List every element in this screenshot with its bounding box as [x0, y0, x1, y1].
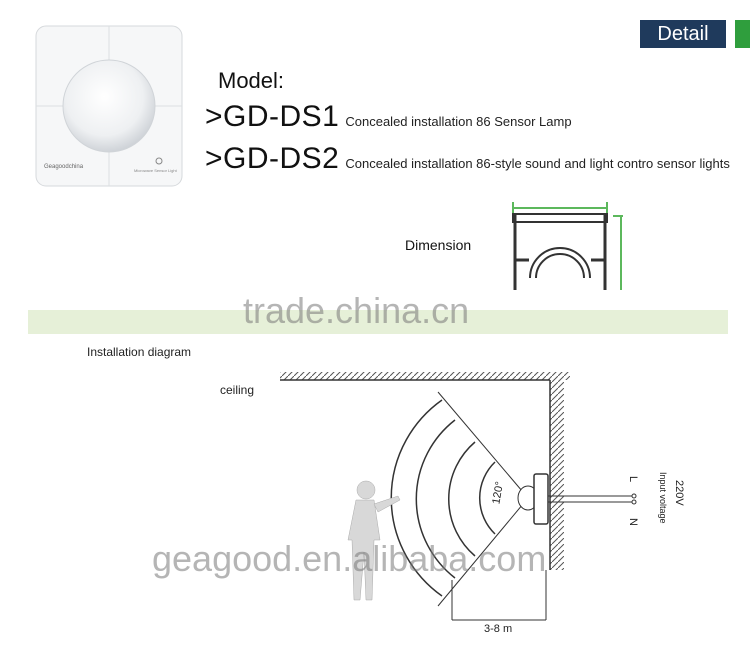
- model-code: >GD-DS1: [205, 100, 340, 133]
- model-desc: Concealed installation 86-style sound an…: [345, 156, 730, 171]
- model-row-2: >GD-DS2 Concealed installation 86-style s…: [205, 142, 730, 176]
- watermark-geagood: geagood.en.alibaba.com: [152, 538, 547, 579]
- product-sublabel: Microwave Sensor Light: [134, 168, 178, 173]
- ceiling-label: ceiling: [220, 383, 255, 397]
- model-label: Model:: [218, 68, 285, 93]
- terminal-L: L: [627, 476, 639, 482]
- distance-label: 3-8 m: [484, 623, 512, 635]
- detail-accent-bar: [735, 20, 750, 48]
- installation-diagram: 120° L N 220V Input voltage 3-8 m: [280, 372, 685, 635]
- input-voltage-label: Input voltage: [658, 472, 668, 524]
- product-image: Geagoodchina Microwave Sensor Light: [35, 25, 183, 187]
- watermark-trade: trade.china.cn: [243, 290, 470, 331]
- model-desc: Concealed installation 86 Sensor Lamp: [345, 114, 572, 129]
- sensor-dome: [62, 59, 156, 153]
- dimension-label: Dimension: [405, 237, 472, 253]
- wall-hatch: [550, 380, 564, 570]
- dimension-drawing: [512, 202, 623, 290]
- sensor-body: [533, 473, 549, 525]
- brand-text: Geagoodchina: [44, 164, 84, 170]
- voltage-label: 220V: [673, 480, 685, 506]
- sensor-mark-icon: [155, 157, 163, 165]
- divider-band: [28, 310, 728, 334]
- angle-label: 120°: [490, 481, 506, 506]
- model-code: >GD-DS2: [205, 142, 340, 175]
- installation-title: Installation diagram: [87, 345, 192, 359]
- ceiling-hatch: [280, 372, 570, 380]
- terminal-N: N: [627, 518, 639, 526]
- person-figure: [347, 480, 401, 601]
- model-row-1: >GD-DS1 Concealed installation 86 Sensor …: [205, 100, 572, 134]
- detail-tab[interactable]: Detail: [640, 20, 726, 48]
